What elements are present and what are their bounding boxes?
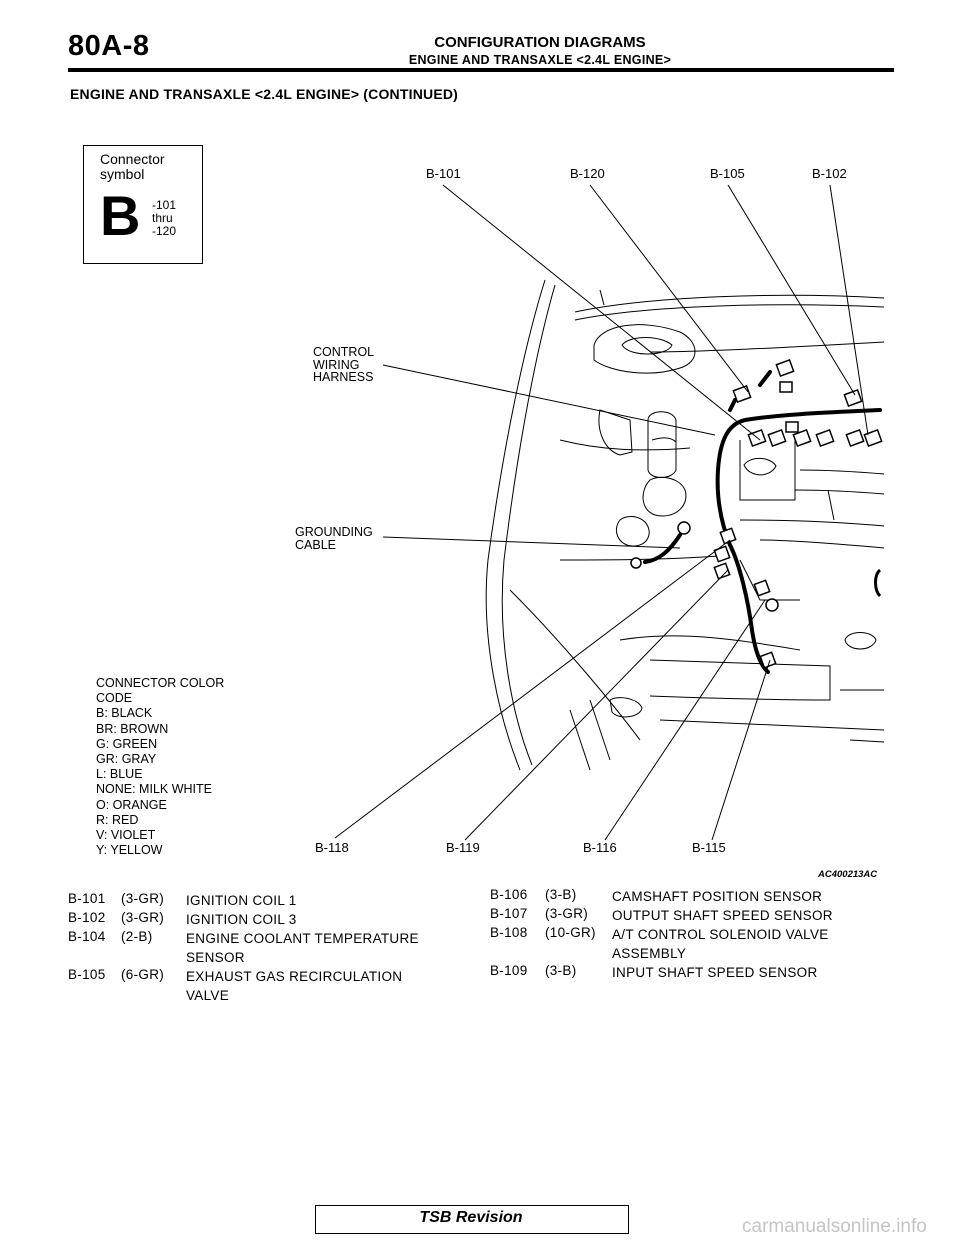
part-description: OUTPUT SHAFT SPEED SENSOR (612, 908, 833, 923)
parts-row: B-102 (3-GR) IGNITION COIL 3 (68, 910, 468, 929)
part-id: B-107 (490, 906, 528, 921)
part-description: CAMSHAFT POSITION SENSOR (612, 889, 823, 904)
connector-symbol-label: Connector symbol (100, 151, 165, 182)
part-id: B-104 (68, 929, 106, 944)
color-code-line: Y: YELLOW (96, 843, 163, 858)
callout-b101: B-101 (426, 166, 461, 181)
color-code-line: V: VIOLET (96, 828, 156, 843)
callout-b118: B-118 (315, 840, 349, 855)
connector-symbol-range: -101 thru -120 (152, 198, 177, 238)
header-subtitle: ENGINE AND TRANSAXLE <2.4L ENGINE> (408, 53, 672, 67)
color-code-line: B: BLACK (96, 706, 153, 721)
connector-shapes (630, 359, 883, 669)
color-code-line: G: GREEN (96, 736, 158, 751)
part-code: (6-GR) (121, 967, 165, 982)
parts-row: B-109 (3-B) INPUT SHAFT SPEED SENSOR (490, 963, 890, 982)
figure-id: AC400213AC (818, 869, 878, 880)
part-code: (3-B) (545, 963, 577, 978)
part-id: B-101 (68, 891, 106, 906)
parts-list-left: B-101 (3-GR) IGNITION COIL 1 B-102 (3-GR… (68, 891, 468, 1005)
color-code-line: BR: BROWN (96, 721, 169, 736)
connector-symbol-letter: B (100, 184, 141, 247)
wiring-harness-line (643, 370, 882, 674)
callout-b120: B-120 (570, 166, 605, 181)
watermark: carmanualsonline.info (742, 1216, 927, 1237)
tsb-revision-label: TSB Revision (419, 1209, 523, 1226)
parts-list-right: B-106 (3-B) CAMSHAFT POSITION SENSOR B-1… (490, 887, 890, 982)
callout-b102: B-102 (812, 166, 847, 181)
callout-b116: B-116 (583, 840, 617, 855)
leader-lines (334, 184, 869, 841)
part-description: ENGINE COOLANT TEMPERATURE SENSOR (186, 931, 419, 965)
part-id: B-105 (68, 967, 106, 982)
part-id: B-106 (490, 887, 528, 902)
color-code-line: CODE (96, 691, 133, 706)
parts-row: B-106 (3-B) CAMSHAFT POSITION SENSOR (490, 887, 890, 906)
control-harness-label: CONTROL WIRING HARNESS (313, 345, 374, 384)
part-id: B-102 (68, 910, 106, 925)
part-code: (3-B) (545, 887, 577, 902)
color-code-line: GR: GRAY (96, 752, 157, 767)
parts-row: B-104 (2-B) ENGINE COOLANT TEMPERATURE S… (68, 929, 468, 967)
part-code: (3-GR) (121, 910, 165, 925)
part-id: B-108 (490, 925, 528, 940)
connector-symbol-box (83, 145, 203, 264)
tsb-revision-box (315, 1205, 629, 1234)
page-number: 80A-8 (68, 30, 150, 62)
header-rule (68, 68, 894, 72)
parts-row: B-108 (10-GR) A/T CONTROL SOLENOID VALVE… (490, 925, 890, 963)
part-code: (3-GR) (121, 891, 165, 906)
color-code-line: R: RED (96, 812, 139, 827)
color-code-line: CONNECTOR COLOR (96, 676, 225, 690)
part-description: EXHAUST GAS RECIRCULATION VALVE (186, 969, 403, 1003)
parts-row: B-107 (3-GR) OUTPUT SHAFT SPEED SENSOR (490, 906, 890, 925)
part-code: (10-GR) (545, 925, 596, 940)
part-description: A/T CONTROL SOLENOID VALVE ASSEMBLY (612, 927, 829, 961)
header-title: CONFIGURATION DIAGRAMS (434, 34, 646, 51)
color-code-line: NONE: MILK WHITE (96, 782, 212, 797)
part-code: (2-B) (121, 929, 153, 944)
connector-color-code-legend: CONNECTOR COLOR CODE B: BLACK BR: BROWN … (96, 676, 224, 858)
callout-b119: B-119 (446, 840, 480, 855)
part-id: B-109 (490, 963, 528, 978)
callout-b105: B-105 (710, 166, 745, 181)
part-code: (3-GR) (545, 906, 589, 921)
color-code-line: O: ORANGE (96, 797, 167, 812)
part-description: INPUT SHAFT SPEED SENSOR (612, 965, 818, 980)
callout-b115: B-115 (692, 840, 726, 855)
grounding-cable-label: GROUNDING CABLE (295, 525, 373, 552)
color-code-line: L: BLUE (96, 767, 143, 782)
parts-row: B-105 (6-GR) EXHAUST GAS RECIRCULATION V… (68, 967, 468, 1005)
parts-row: B-101 (3-GR) IGNITION COIL 1 (68, 891, 468, 910)
part-description: IGNITION COIL 1 (186, 893, 297, 908)
part-description: IGNITION COIL 3 (186, 912, 297, 927)
section-title: ENGINE AND TRANSAXLE <2.4L ENGINE> (CONT… (70, 86, 459, 102)
